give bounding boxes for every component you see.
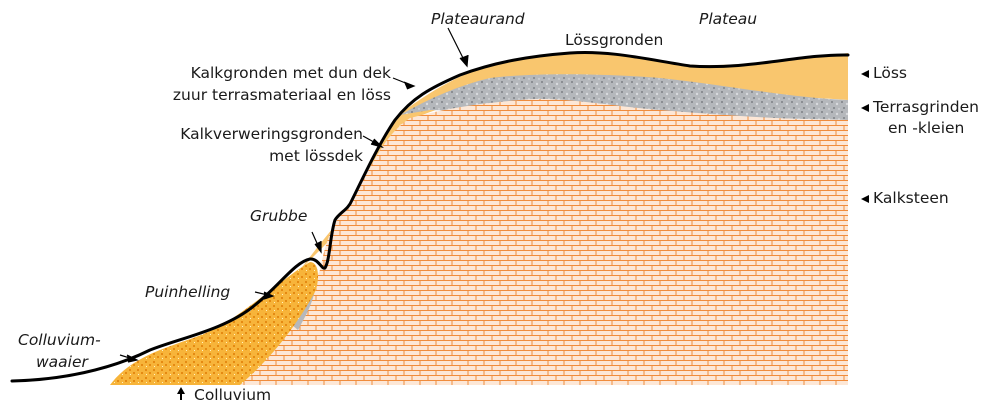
label-lossgronden: Lössgronden <box>565 31 663 50</box>
label-terrasgrinden-2: en -kleien <box>888 119 964 138</box>
label-kalkgronden-1: Kalkgronden met dun dek <box>191 64 391 83</box>
label-colluviumwaaier-2: waaier <box>36 353 88 372</box>
label-colluvium: Colluvium <box>194 386 271 405</box>
label-kalkgronden-2: zuur terrasmateriaal en löss <box>173 86 391 105</box>
label-terrasgrinden-1: Terrasgrinden <box>873 98 979 117</box>
label-kalkverwering-1: Kalkverweringsgronden <box>180 125 363 144</box>
label-plateau: Plateau <box>699 10 757 29</box>
label-loss: Löss <box>873 64 907 83</box>
label-kalkverwering-2: met lössdek <box>269 147 363 166</box>
label-plateaurand: Plateaurand <box>431 10 525 29</box>
label-kalksteen: Kalksteen <box>873 189 949 208</box>
label-puinhelling: Puinhelling <box>145 283 230 302</box>
label-grubbe: Grubbe <box>250 207 307 226</box>
label-colluviumwaaier-1: Colluvium- <box>18 331 101 350</box>
